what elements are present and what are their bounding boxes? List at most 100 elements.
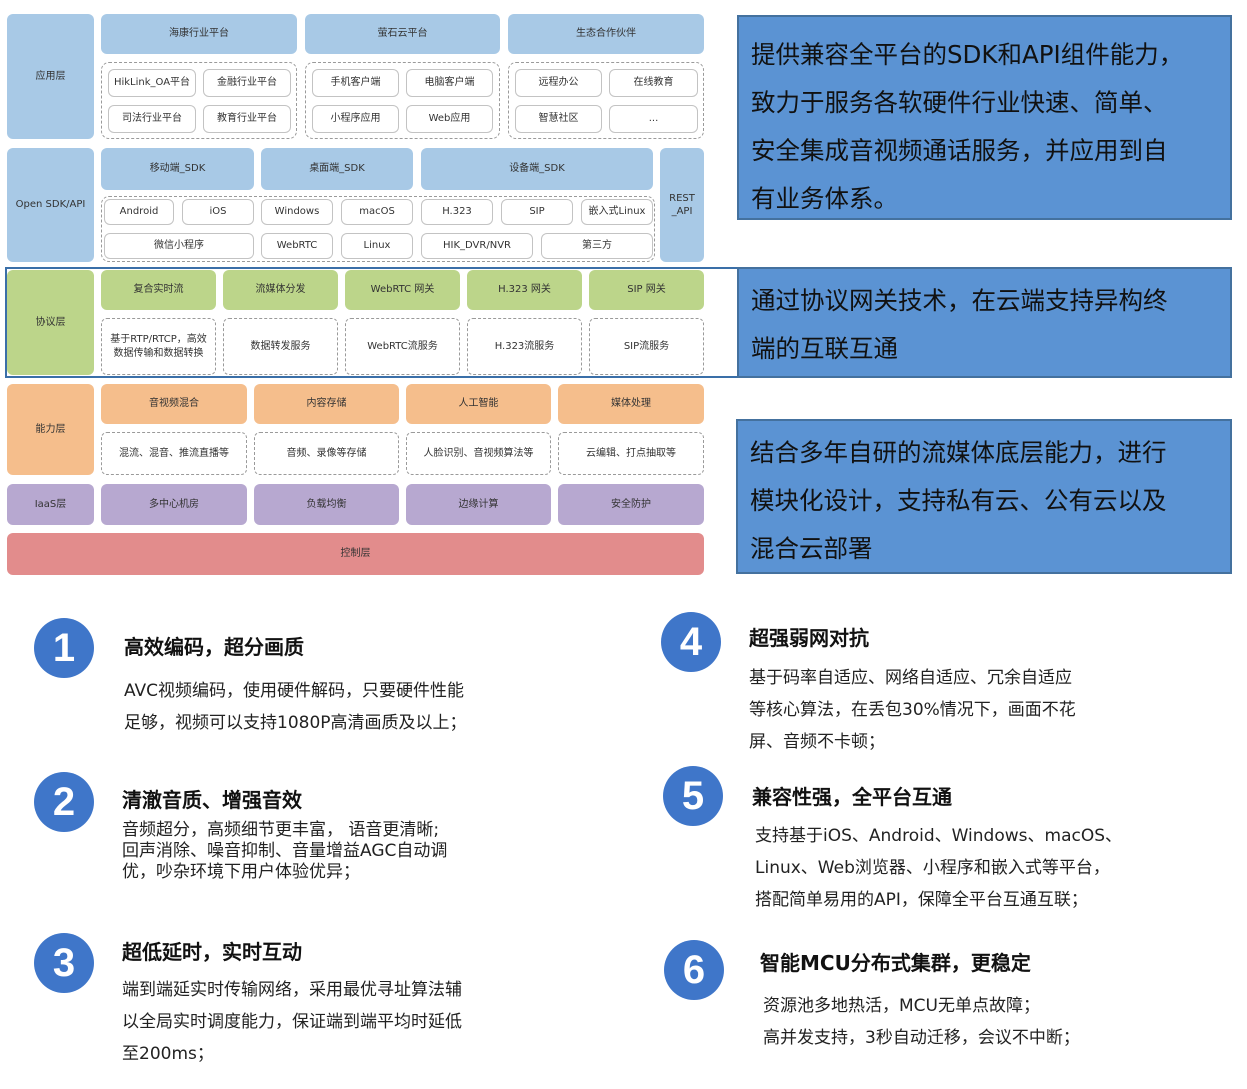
- app-item: 司法行业平台: [108, 105, 196, 133]
- capability-header: 人工智能: [406, 384, 551, 424]
- app-item: 小程序应用: [312, 105, 399, 133]
- feature-desc: 端到端延实时传输网络，采用最优寻址算法辅 以全局实时调度能力，保证端到端平均时延…: [122, 974, 462, 1070]
- rest-api-box: REST _API: [660, 148, 704, 262]
- app-group-ezviz: [305, 62, 500, 139]
- feature-desc-line: AVC视频编码，使用硬件解码，只要硬件性能: [124, 681, 465, 701]
- feature-desc-line: 回声消除、噪音抑制、音量增益AGC自动调: [122, 841, 448, 861]
- feature-number-5: 5: [663, 766, 723, 826]
- feature-desc-line: 屏、音频不卡顿；: [749, 732, 885, 752]
- app-item: 金融行业平台: [203, 69, 291, 97]
- feature-desc-line: 高并发支持，3秒自动迁移，会议不中断；: [763, 1028, 1080, 1048]
- feature-desc-line: 端到端延实时传输网络，采用最优寻址算法辅: [122, 980, 462, 1000]
- protocol-header: WebRTC 网关: [345, 270, 460, 310]
- callout-capability: 结合多年自研的流媒体底层能力，进行 模块化设计，支持私有云、公有云以及 混合云部…: [736, 419, 1232, 574]
- feature-number-2: 2: [34, 772, 94, 832]
- sdk-platform-item: H.323: [421, 199, 493, 225]
- feature-number-6: 6: [664, 940, 724, 1000]
- feature-desc-line: 支持基于iOS、Android、Windows、macOS、: [755, 826, 1123, 846]
- feature-title: 超低延时，实时互动: [122, 940, 302, 964]
- feature-desc-line: 以全局实时调度能力，保证端到端平均时延低: [122, 1012, 462, 1032]
- capability-detail: 人脸识别、音视频算法等: [406, 432, 551, 475]
- layer-label-app: 应用层: [7, 14, 94, 139]
- app-group-industry: [101, 62, 297, 139]
- app-item: 在线教育: [609, 69, 698, 97]
- protocol-service: SIP流服务: [589, 318, 704, 375]
- callout-line: 混合云部署: [750, 534, 873, 563]
- feature-number-1: 1: [34, 618, 94, 678]
- sdk-platform-item: iOS: [182, 199, 254, 225]
- protocol-service-line: 基于RTP/RTCP，高效: [110, 334, 207, 345]
- app-item: ...: [609, 105, 698, 133]
- sdk-platform-item: SIP: [501, 199, 573, 225]
- callout-line: 模块化设计，支持私有云、公有云以及: [750, 486, 1167, 515]
- feature-title: 清澈音质、增强音效: [122, 788, 302, 812]
- callout-line: 提供兼容全平台的SDK和API组件能力，: [751, 40, 1184, 69]
- capability-header: 媒体处理: [558, 384, 704, 424]
- protocol-service: 基于RTP/RTCP，高效 数据传输和数据转换: [101, 318, 216, 375]
- feature-desc: AVC视频编码，使用硬件解码，只要硬件性能 足够，视频可以支持1080P高清画质…: [124, 675, 467, 739]
- callout-line: 有业务体系。: [751, 184, 898, 213]
- feature-desc-line: 等核心算法，在丢包30%情况下，画面不花: [749, 700, 1076, 720]
- app-group-partners: [508, 62, 704, 139]
- feature-desc: 音频超分，高频细节更丰富， 语音更清晰; 回声消除、噪音抑制、音量增益AGC自动…: [122, 820, 447, 883]
- feature-desc-line: 基于码率自适应、网络自适应、冗余自适应: [749, 668, 1072, 688]
- control-layer: 控制层: [7, 533, 704, 575]
- sdk-platform-item: Windows: [261, 199, 333, 225]
- app-item: Web应用: [406, 105, 493, 133]
- sdk-header-device: 设备端_SDK: [421, 148, 653, 190]
- iaas-item: 负载均衡: [254, 484, 399, 525]
- sdk-header-desktop: 桌面端_SDK: [261, 148, 413, 190]
- callout-sdk: 提供兼容全平台的SDK和API组件能力， 致力于服务各软硬件行业快速、简单、 安…: [737, 15, 1232, 220]
- sdk-platform-item: Linux: [341, 233, 413, 259]
- callout-protocol: 通过协议网关技术，在云端支持异构终 端的互联互通: [737, 267, 1232, 378]
- app-item: 教育行业平台: [203, 105, 291, 133]
- sdk-platform-item: Android: [104, 199, 174, 225]
- feature-desc-line: 至200ms；: [122, 1044, 214, 1064]
- capability-detail: 音频、录像等存储: [254, 432, 399, 475]
- app-header-partners: 生态合作伙伴: [508, 14, 704, 54]
- iaas-item: 安全防护: [558, 484, 704, 525]
- protocol-service: 数据转发服务: [223, 318, 338, 375]
- iaas-item: 多中心机房: [101, 484, 247, 525]
- feature-desc-line: 音频超分，高频细节更丰富， 语音更清晰;: [122, 820, 440, 840]
- sdk-platform-group: [101, 196, 655, 262]
- rest-api-line2: _API: [671, 206, 693, 217]
- callout-line: 结合多年自研的流媒体底层能力，进行: [750, 438, 1167, 467]
- feature-desc-line: 搭配简单易用的API，保障全平台互通互联；: [755, 890, 1088, 910]
- callout-line: 安全集成音视频通话服务，并应用到自: [751, 136, 1168, 165]
- feature-desc: 基于码率自适应、网络自适应、冗余自适应 等核心算法，在丢包30%情况下，画面不花…: [749, 662, 1076, 758]
- sdk-platform-item: 微信小程序: [104, 233, 254, 259]
- layer-label-sdk: Open SDK/API: [7, 148, 94, 262]
- app-header-hikvision: 海康行业平台: [101, 14, 297, 54]
- capability-detail: 云编辑、打点抽取等: [558, 432, 704, 475]
- app-item: 智慧社区: [515, 105, 602, 133]
- feature-desc-line: Linux、Web浏览器、小程序和嵌入式等平台，: [755, 858, 1110, 878]
- callout-line: 端的互联互通: [751, 334, 898, 363]
- feature-title: 超强弱网对抗: [749, 626, 869, 650]
- protocol-service: WebRTC流服务: [345, 318, 460, 375]
- sdk-platform-item: HIK_DVR/NVR: [421, 233, 533, 259]
- app-item: 远程办公: [515, 69, 602, 97]
- callout-line: 通过协议网关技术，在云端支持异构终: [751, 286, 1168, 315]
- feature-title: 高效编码，超分画质: [124, 635, 304, 659]
- protocol-header: H.323 网关: [467, 270, 582, 310]
- app-item: HikLink_OA平台: [108, 69, 196, 97]
- feature-number-4: 4: [661, 612, 721, 672]
- protocol-service: H.323流服务: [467, 318, 582, 375]
- sdk-header-mobile: 移动端_SDK: [101, 148, 254, 190]
- feature-title: 兼容性强，全平台互通: [752, 785, 952, 809]
- capability-detail: 混流、混音、推流直播等: [101, 432, 247, 475]
- capability-header: 音视频混合: [101, 384, 247, 424]
- feature-desc-line: 足够，视频可以支持1080P高清画质及以上；: [124, 713, 467, 733]
- sdk-platform-item: WebRTC: [261, 233, 333, 259]
- feature-title: 智能MCU分布式集群，更稳定: [760, 951, 1031, 975]
- feature-desc: 支持基于iOS、Android、Windows、macOS、 Linux、Web…: [755, 820, 1122, 916]
- feature-desc-line: 优，吵杂环境下用户体验优异；: [122, 862, 360, 882]
- app-header-ezviz: 萤石云平台: [305, 14, 500, 54]
- layer-label-capability: 能力层: [7, 384, 94, 475]
- sdk-platform-item: 嵌入式Linux: [581, 199, 653, 225]
- protocol-header: 流媒体分发: [223, 270, 338, 310]
- sdk-platform-item: macOS: [341, 199, 413, 225]
- callout-line: 致力于服务各软硬件行业快速、简单、: [751, 88, 1168, 117]
- protocol-header: SIP 网关: [589, 270, 704, 310]
